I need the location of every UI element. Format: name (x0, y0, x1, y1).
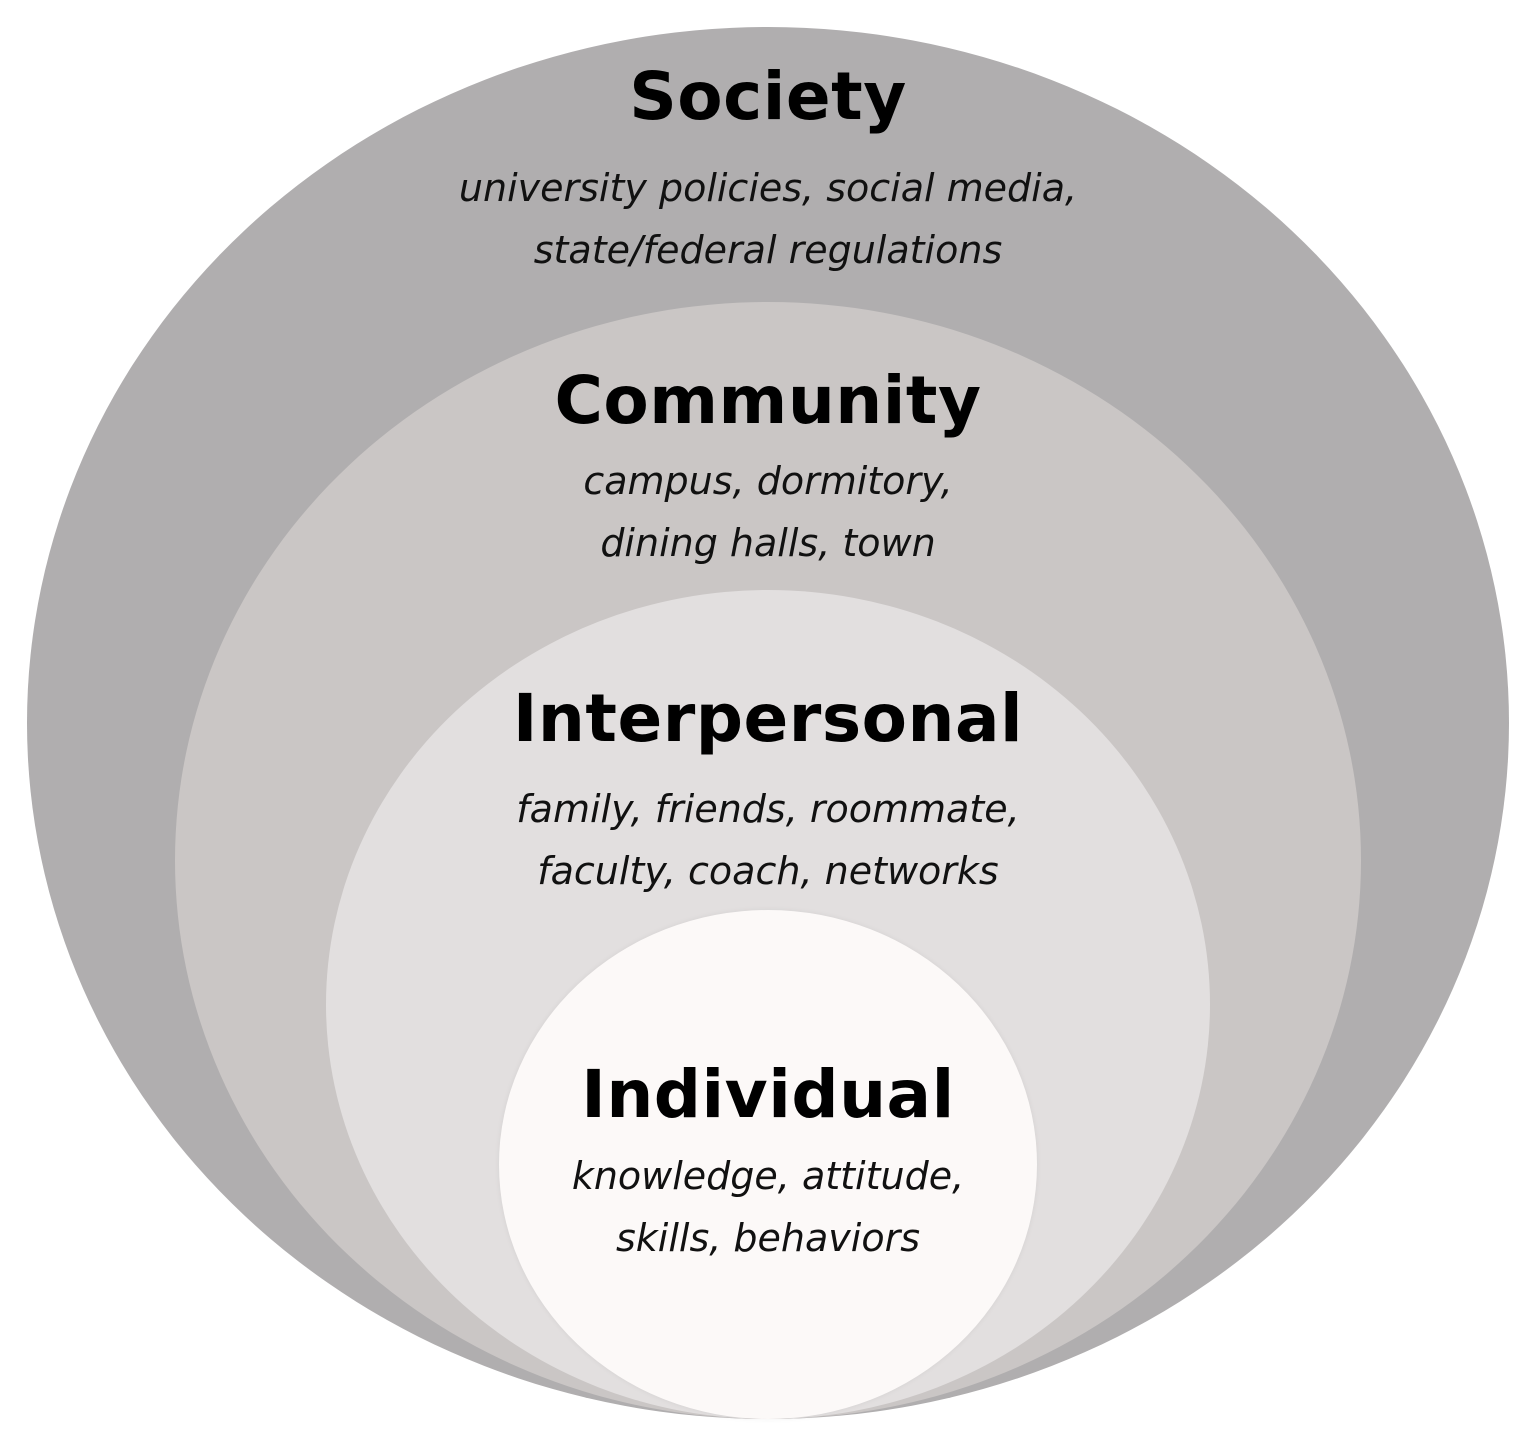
community-title: Community (554, 362, 982, 439)
society-description: university policies, social media, state… (0, 157, 1536, 281)
society-title: Society (629, 58, 907, 135)
interpersonal-description: family, friends, roommate, faculty, coac… (0, 778, 1536, 902)
interpersonal-description-line-2: faculty, coach, networks (537, 849, 999, 893)
individual-description-line-2: skills, behaviors (615, 1216, 921, 1260)
interpersonal-title: Interpersonal (512, 680, 1024, 757)
community-description-line-2: dining halls, town (600, 521, 936, 565)
individual-title: Individual (581, 1056, 955, 1133)
individual-description-line-1: knowledge, attitude, (571, 1154, 965, 1198)
society-description-line-2: state/federal regulations (533, 228, 1003, 272)
interpersonal-description-line-1: family, friends, roommate, (516, 787, 1020, 831)
society-description-line-1: university policies, social media, (458, 166, 1078, 210)
individual-description: knowledge, attitude, skills, behaviors (0, 1145, 1536, 1269)
community-description: campus, dormitory, dining halls, town (0, 450, 1536, 574)
individual-circle (499, 910, 1037, 1419)
community-description-line-1: campus, dormitory, (583, 459, 953, 503)
